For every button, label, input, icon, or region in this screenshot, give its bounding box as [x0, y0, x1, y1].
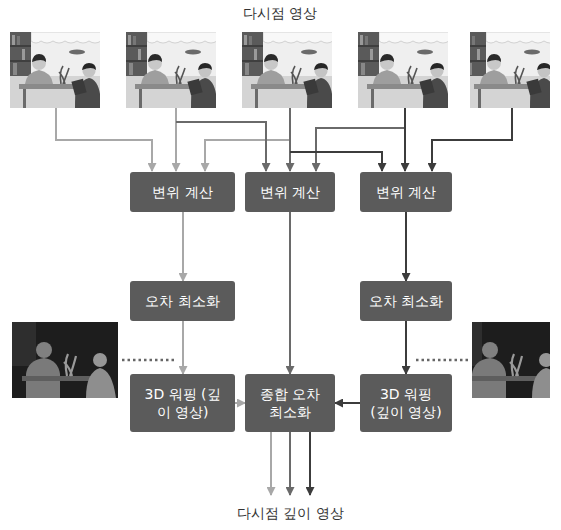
process-box: 종합 오차 최소화 — [245, 374, 335, 432]
output-label: 다시점 깊이 영상 — [237, 504, 344, 522]
box-text: 종합 오차 최소화 — [253, 385, 327, 421]
flow-arrow — [182, 321, 184, 374]
box-text: 오차 최소화 — [138, 292, 227, 310]
drawing-part — [56, 108, 152, 171]
drawing-part — [414, 359, 468, 362]
box-text: 변위 계산 — [368, 183, 444, 201]
box-text: 3D 워핑 (깊이 영상) — [144, 385, 221, 421]
box-text: 변위 계산 — [138, 183, 227, 201]
flow-arrow — [405, 212, 407, 281]
box-text: 변위 계산 — [253, 183, 327, 201]
process-box: 변위 계산 — [130, 172, 235, 212]
process-box: 변위 계산 — [245, 172, 335, 212]
input-lines — [56, 108, 512, 171]
flow-arrow — [335, 402, 360, 404]
drawing-part — [9, 32, 101, 108]
box-text: 3D 워핑 (깊이 영상) — [368, 385, 444, 421]
drawing-part — [175, 108, 177, 171]
drawing-part — [205, 108, 290, 171]
box-text: 오차 최소화 — [368, 292, 444, 310]
dotted-leaders — [122, 359, 468, 362]
flow-arrow — [289, 212, 291, 374]
drawing-part — [125, 32, 217, 108]
diagram-title: 다시점 영상 — [243, 4, 317, 22]
process-box: 오차 최소화 — [130, 281, 235, 321]
process-box: 3D 워핑 (깊이 영상) — [360, 374, 452, 432]
flow-arrow — [235, 402, 245, 404]
flow-arrow — [405, 321, 407, 374]
process-box: 오차 최소화 — [360, 281, 452, 321]
input-photos — [9, 32, 556, 108]
drawing-part — [176, 122, 266, 171]
flow-arrow — [182, 212, 184, 281]
drawing-part — [432, 108, 512, 171]
process-box: 변위 계산 — [360, 172, 452, 212]
drawing-part — [12, 322, 118, 398]
drawing-part — [458, 322, 561, 398]
drawing-part — [289, 108, 291, 171]
drawing-part — [404, 108, 406, 171]
drawing-part — [316, 108, 405, 171]
process-box: 3D 워핑 (깊이 영상) — [130, 374, 235, 432]
drawing-part — [122, 359, 174, 362]
drawing-part — [464, 32, 556, 108]
drawing-part — [357, 32, 449, 108]
drawing-part — [241, 32, 333, 108]
drawing-part — [290, 152, 382, 171]
